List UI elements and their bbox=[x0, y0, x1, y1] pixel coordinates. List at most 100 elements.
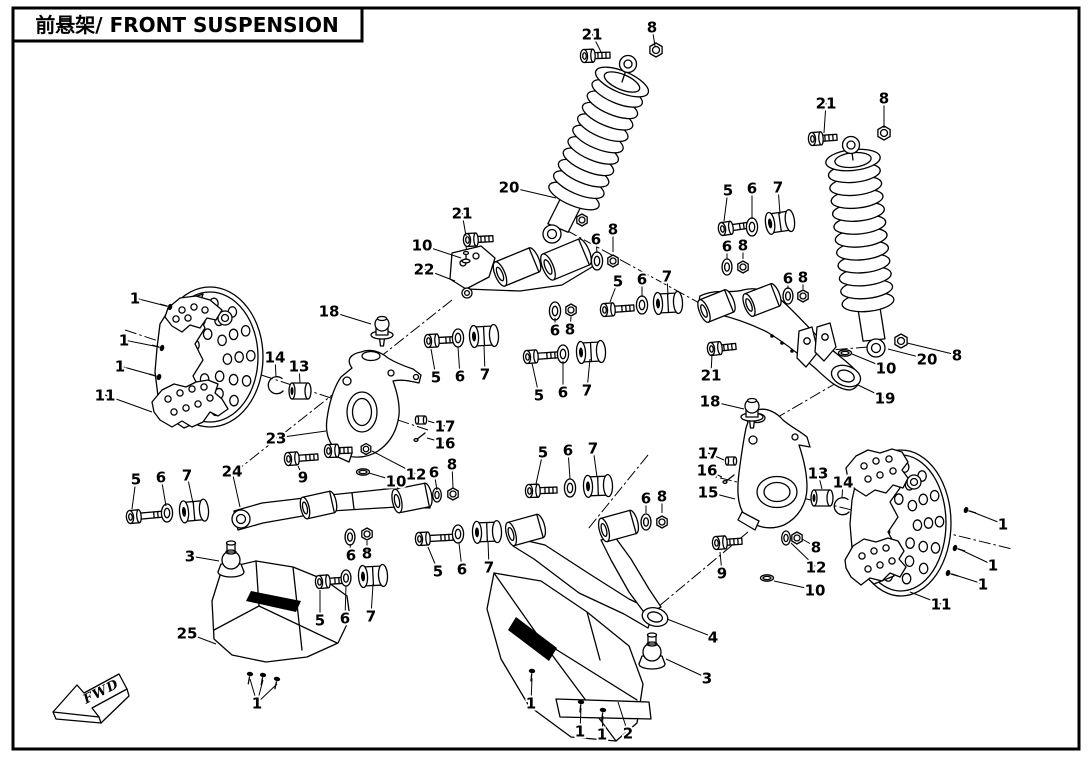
bolt bbox=[711, 535, 743, 551]
callout-25: 25 bbox=[177, 625, 198, 643]
callout-8: 8 bbox=[608, 221, 618, 239]
ridge bbox=[486, 521, 488, 543]
leader-line bbox=[706, 469, 723, 478]
callout-3: 3 bbox=[185, 548, 195, 566]
callout-2: 2 bbox=[623, 725, 633, 743]
circlip bbox=[267, 376, 284, 395]
leader-line bbox=[857, 384, 886, 399]
callout-8: 8 bbox=[879, 90, 889, 108]
cotter-pin bbox=[413, 432, 426, 442]
callout-6: 6 bbox=[641, 490, 651, 508]
bolt bbox=[414, 531, 454, 547]
bushing bbox=[357, 563, 389, 589]
leader-line bbox=[569, 316, 572, 330]
callout-9: 9 bbox=[298, 469, 308, 487]
screw bbox=[259, 672, 267, 686]
callout-4: 4 bbox=[708, 629, 718, 647]
callout-10: 10 bbox=[876, 360, 897, 378]
bolt bbox=[579, 48, 611, 64]
leader-line bbox=[535, 451, 544, 485]
callout-1: 1 bbox=[998, 516, 1008, 534]
leader-line bbox=[969, 510, 1004, 525]
ridge bbox=[371, 565, 375, 587]
leader-line bbox=[651, 26, 656, 47]
ridge bbox=[192, 500, 196, 522]
leader-line bbox=[531, 362, 540, 396]
thread bbox=[156, 510, 159, 519]
bolt bbox=[314, 574, 348, 590]
bolt bbox=[522, 349, 560, 365]
ridge bbox=[597, 475, 599, 497]
bushing bbox=[575, 339, 607, 365]
hex-nut bbox=[791, 531, 803, 545]
flat-washer bbox=[745, 217, 759, 237]
leader-line bbox=[186, 632, 217, 645]
callout-12: 12 bbox=[406, 466, 427, 484]
callout-1: 1 bbox=[597, 726, 607, 744]
bolt bbox=[462, 232, 494, 248]
callout-8: 8 bbox=[657, 488, 667, 506]
disc-shield bbox=[151, 379, 229, 428]
flat-washer bbox=[548, 301, 562, 321]
leader-line bbox=[909, 591, 942, 605]
ball-joint bbox=[370, 315, 394, 347]
leader-line bbox=[427, 420, 446, 427]
leader-line bbox=[427, 546, 439, 572]
callout-15: 15 bbox=[698, 484, 719, 502]
guard-stripe bbox=[246, 591, 301, 612]
leader-line bbox=[790, 542, 817, 568]
coil-shock bbox=[825, 135, 895, 358]
ridge bbox=[482, 325, 486, 347]
leader-line bbox=[707, 452, 725, 461]
leader-line bbox=[823, 102, 827, 134]
screw-shaft bbox=[579, 704, 582, 713]
leader-line bbox=[328, 310, 372, 325]
leader-line bbox=[666, 618, 714, 638]
callout-16: 16 bbox=[435, 435, 456, 453]
leader-line bbox=[817, 472, 823, 490]
bolt bbox=[706, 340, 737, 357]
callout-11: 11 bbox=[95, 387, 116, 405]
bolt bbox=[524, 483, 558, 499]
leader-line bbox=[368, 472, 397, 482]
callout-5: 5 bbox=[723, 182, 733, 200]
bushing bbox=[764, 209, 796, 235]
centerline bbox=[587, 454, 649, 530]
leader-line bbox=[123, 339, 160, 348]
leader-line bbox=[119, 365, 157, 377]
callout-5: 5 bbox=[431, 369, 441, 387]
ridge bbox=[778, 211, 782, 233]
hex-nut bbox=[565, 303, 577, 317]
leader-line bbox=[256, 679, 264, 704]
hex-nut bbox=[576, 213, 588, 227]
ball-joint bbox=[740, 397, 764, 429]
thread bbox=[738, 222, 741, 231]
leader-line bbox=[719, 551, 723, 574]
screw bbox=[159, 303, 173, 311]
cotter-pin bbox=[722, 474, 735, 484]
callout-22: 22 bbox=[414, 261, 435, 279]
callout-5: 5 bbox=[433, 563, 443, 581]
callout-5: 5 bbox=[613, 273, 623, 291]
callout-23: 23 bbox=[266, 430, 287, 448]
leader-line bbox=[773, 580, 816, 591]
hex-nut bbox=[361, 527, 373, 541]
leader-line bbox=[104, 394, 153, 413]
leader-line bbox=[370, 583, 374, 617]
hex-nut bbox=[447, 487, 459, 501]
hex-nut bbox=[797, 289, 809, 303]
callout-7: 7 bbox=[484, 559, 494, 577]
fwd-direction-marker: FWD bbox=[52, 673, 130, 724]
callout-3: 3 bbox=[702, 670, 712, 688]
screw bbox=[528, 668, 536, 682]
callout-1: 1 bbox=[988, 557, 998, 575]
leader-line bbox=[461, 212, 467, 237]
thread bbox=[152, 511, 155, 519]
screw-shaft bbox=[530, 673, 533, 682]
centerline bbox=[239, 299, 453, 469]
callout-6: 6 bbox=[156, 469, 166, 487]
leader-line bbox=[723, 189, 729, 222]
callout-1: 1 bbox=[575, 723, 585, 741]
